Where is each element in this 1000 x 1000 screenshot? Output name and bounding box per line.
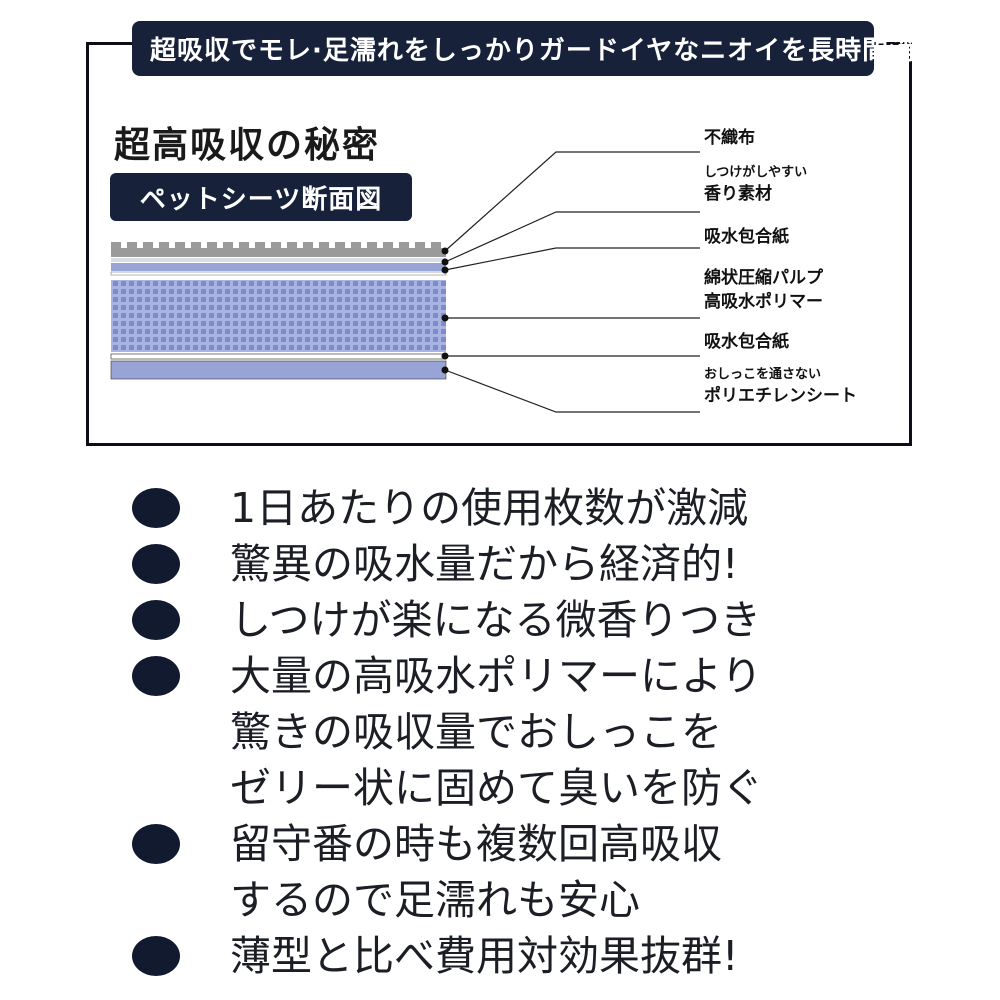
bullet-dot-icon [132,824,180,864]
feature-item: 薄型と比べ費用対効果抜群! [130,928,990,984]
banner-right-text: イヤなニオイを長時間消臭 [619,36,944,66]
banner-left-text: 超吸収でモレ·足濡れをしっかりガード [150,36,620,66]
pulp-polymer-layer [111,280,446,352]
diagram-title: 超高吸収の秘密 [114,125,381,166]
leader-lines [444,151,700,413]
layer-label-pulp-polymer: 綿状圧縮パルプ 高吸水ポリマー [704,268,823,312]
nonwoven-layer [111,242,446,257]
bullet-dot-icon [132,600,180,640]
layer-label-nonwoven: 不織布 [704,128,755,148]
absorbent-paper-top [111,263,446,271]
feature-list: 1日あたりの使用枚数が激減 驚異の吸水量だから経済的! しつけが楽になる微香りつ… [130,480,990,984]
feature-item: 1日あたりの使用枚数が激減 [130,480,990,536]
feature-item: しつけが楽になる微香りつき [130,592,990,648]
feature-item: 留守番の時も複数回高吸収 するので足濡れも安心 [130,816,990,928]
layer-label-scent: しつけがしやすい 香り素材 [704,165,808,204]
feature-item: 大量の高吸水ポリマーにより 驚きの吸収量でおしっこを ゼリー状に固めて臭いを防ぐ [130,648,990,816]
separator-line [110,271,447,276]
bullet-dot-icon [132,544,180,584]
header-banner: 超吸収でモレ·足濡れをしっかりガード イヤなニオイを長時間消臭 [132,21,942,76]
feature-item: 驚異の吸水量だから経済的! [130,536,990,592]
scent-layer [111,258,446,262]
bullet-dot-icon [132,488,180,528]
bullet-dot-icon [132,936,180,976]
absorbent-paper-bottom [110,353,447,360]
leader-dots [441,247,449,374]
bullet-dot-icon [132,656,180,696]
polyethylene-sheet [110,360,447,380]
layer-label-polyethylene: おしっこを通さない ポリエチレンシート [704,367,857,406]
layer-label-paper-top: 吸水包合紙 [704,227,789,247]
diagram-subtitle: ペットシーツ断面図 [110,173,412,221]
layer-label-paper-bottom: 吸水包合紙 [704,332,789,352]
